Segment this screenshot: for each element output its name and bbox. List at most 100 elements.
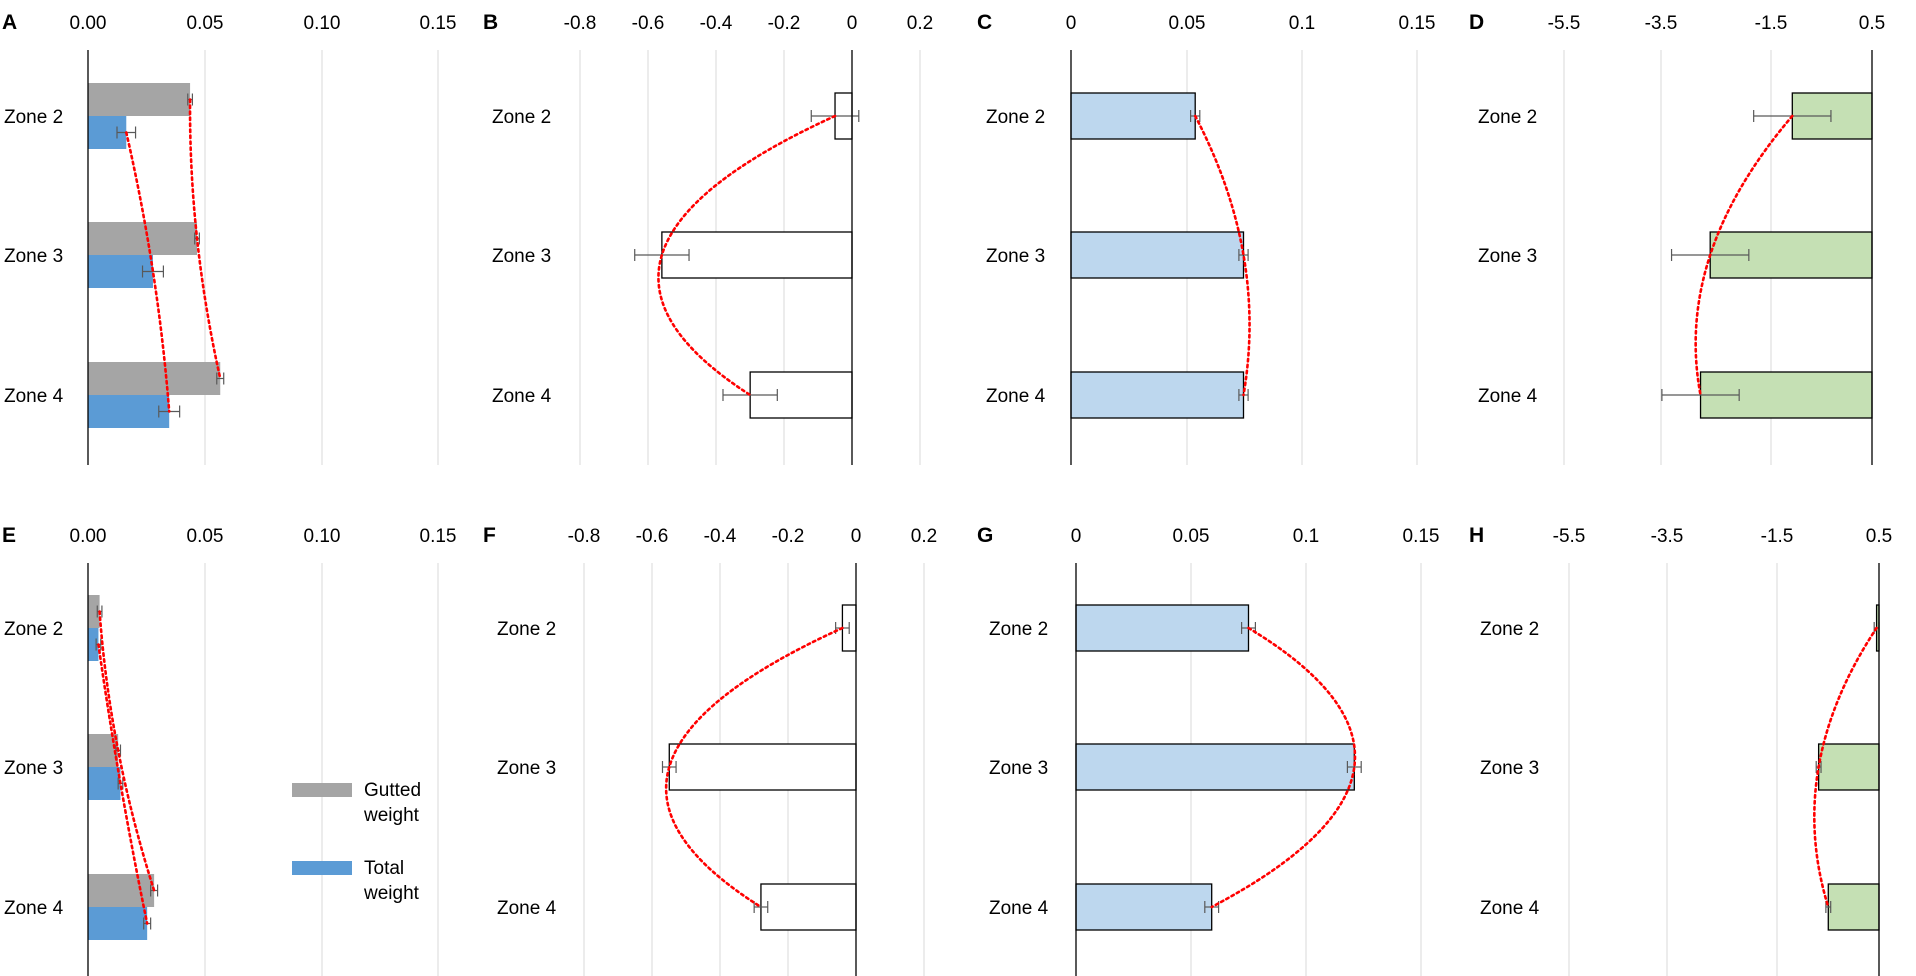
x-tick-label: 0.5 xyxy=(1859,13,1885,34)
x-tick-label: -3.5 xyxy=(1651,526,1684,547)
category-label: Zone 3 xyxy=(986,246,1045,267)
category-label: Zone 3 xyxy=(4,246,63,267)
bar-gutted-weight xyxy=(88,362,221,395)
x-tick-label: 0.05 xyxy=(187,526,224,547)
bar-gutted-weight xyxy=(88,874,155,907)
bar-gutted-weight xyxy=(88,595,100,628)
category-label: Zone 4 xyxy=(986,386,1046,407)
trend-line xyxy=(97,643,149,925)
panel-label: E xyxy=(2,524,16,547)
panel-label: A xyxy=(2,11,17,34)
panel-label: D xyxy=(1469,11,1484,34)
x-tick-label: 0 xyxy=(851,526,862,547)
panel-label: B xyxy=(483,11,498,34)
x-tick-label: -3.5 xyxy=(1645,13,1678,34)
bar-gutted-weight xyxy=(88,83,191,116)
bar-gutted-weight xyxy=(88,222,198,255)
category-label: Zone 4 xyxy=(4,386,64,407)
x-tick-label: 0.5 xyxy=(1866,526,1892,547)
category-label: Zone 3 xyxy=(4,758,63,779)
x-tick-label: 0.10 xyxy=(304,526,341,547)
x-tick-label: -5.5 xyxy=(1548,13,1581,34)
bar-value xyxy=(1070,92,1196,140)
category-label: Zone 2 xyxy=(4,107,63,128)
panel-label: F xyxy=(483,524,496,547)
legend-swatch xyxy=(292,783,352,797)
bar-value xyxy=(760,883,857,931)
x-tick-label: 0 xyxy=(1071,526,1082,547)
bar-total-weight xyxy=(88,395,170,428)
category-label: Zone 3 xyxy=(989,758,1048,779)
bar-value xyxy=(668,743,857,791)
category-label: Zone 3 xyxy=(1478,246,1537,267)
x-tick-label: 0.15 xyxy=(420,13,457,34)
category-label: Zone 3 xyxy=(497,758,556,779)
category-label: Zone 4 xyxy=(497,898,557,919)
panel-label: G xyxy=(977,524,993,547)
bar-total-weight xyxy=(88,628,99,661)
x-tick-label: 0 xyxy=(847,13,858,34)
category-label: Zone 2 xyxy=(4,619,63,640)
x-tick-label: -1.5 xyxy=(1755,13,1788,34)
x-tick-label: 0 xyxy=(1066,13,1077,34)
x-tick-label: 0.1 xyxy=(1289,13,1315,34)
trend-line xyxy=(98,610,156,892)
bar-value xyxy=(661,231,853,279)
trend-line xyxy=(1193,114,1251,397)
x-tick-label: -0.8 xyxy=(564,13,597,34)
trend-line xyxy=(664,626,844,909)
category-label: Zone 2 xyxy=(1478,107,1537,128)
category-label: Zone 4 xyxy=(492,386,552,407)
x-tick-label: 0.15 xyxy=(1403,526,1440,547)
category-label: Zone 3 xyxy=(492,246,551,267)
x-tick-label: 0.2 xyxy=(911,526,937,547)
bar-value xyxy=(1070,371,1245,419)
legend-label-line2: weight xyxy=(363,883,420,904)
category-label: Zone 4 xyxy=(4,898,64,919)
bar-total-weight xyxy=(88,907,148,940)
x-tick-label: -0.2 xyxy=(768,13,801,34)
bar-value xyxy=(1827,883,1880,931)
x-tick-label: 0.15 xyxy=(420,526,457,547)
trend-line xyxy=(124,131,171,413)
trend-line xyxy=(1694,114,1794,397)
x-tick-label: -0.6 xyxy=(632,13,665,34)
x-tick-label: 0.10 xyxy=(304,13,341,34)
x-tick-label: 0.00 xyxy=(70,526,107,547)
x-tick-label: 0.05 xyxy=(1169,13,1206,34)
bar-value xyxy=(1817,743,1880,791)
x-tick-label: -0.2 xyxy=(772,526,805,547)
x-tick-label: 0.05 xyxy=(1173,526,1210,547)
category-label: Zone 4 xyxy=(989,898,1049,919)
legend-swatch xyxy=(292,861,352,875)
x-tick-label: 0.15 xyxy=(1399,13,1436,34)
category-label: Zone 2 xyxy=(497,619,556,640)
x-tick-label: -1.5 xyxy=(1761,526,1794,547)
x-tick-label: -0.4 xyxy=(704,526,737,547)
legend-label-line2: weight xyxy=(363,805,420,826)
bar-value xyxy=(1075,604,1250,652)
category-label: Zone 4 xyxy=(1478,386,1538,407)
bar-value xyxy=(1075,743,1355,791)
x-tick-label: 0.00 xyxy=(70,13,107,34)
category-label: Zone 2 xyxy=(492,107,551,128)
trend-line xyxy=(1210,626,1357,909)
x-tick-label: 0.05 xyxy=(187,13,224,34)
bar-value xyxy=(1070,231,1245,279)
bar-value xyxy=(1075,883,1213,931)
x-tick-label: 0.1 xyxy=(1293,526,1319,547)
panel-label: H xyxy=(1469,524,1484,547)
category-label: Zone 3 xyxy=(1480,758,1539,779)
bar-total-weight xyxy=(88,767,121,800)
panel-label: C xyxy=(977,11,992,34)
x-tick-label: -0.8 xyxy=(568,526,601,547)
